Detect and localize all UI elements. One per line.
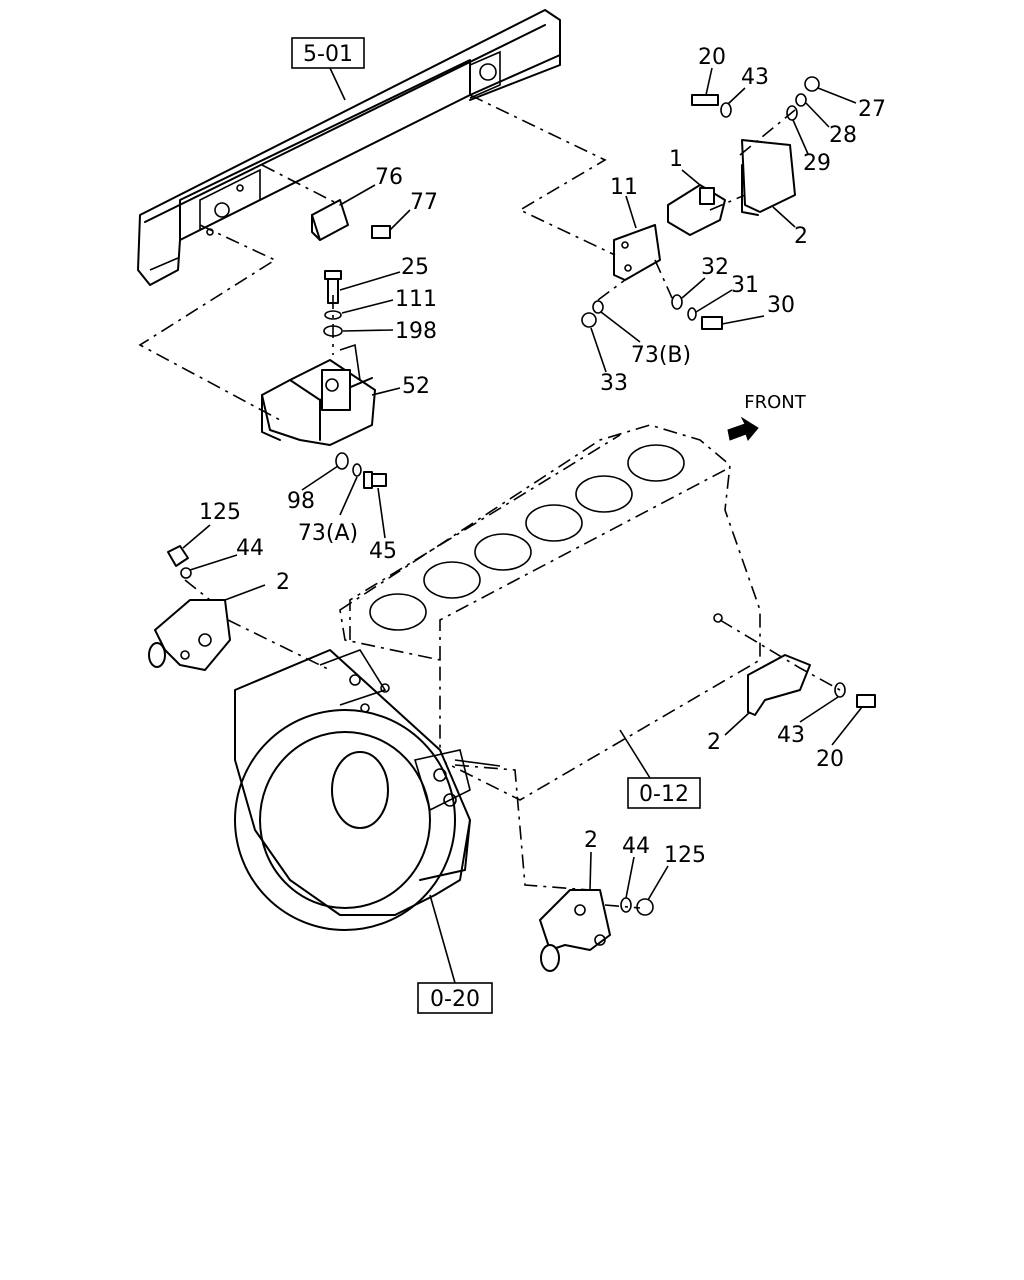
- front-arrow-icon: [727, 416, 759, 442]
- lockwasher-73b: [592, 300, 604, 314]
- front-mount-plate-11: [613, 224, 661, 281]
- washer-28: [795, 93, 807, 107]
- leader-lines: [182, 67, 863, 901]
- nut-125-bottom: [636, 898, 654, 916]
- ref-engine-block-label: 0-12: [639, 782, 689, 807]
- callout-2-top: 2: [794, 224, 808, 249]
- engine-foot-left: [148, 599, 231, 671]
- bolt-45: [363, 471, 387, 489]
- nut-125-left: [167, 545, 189, 567]
- callout-20-right: 20: [816, 747, 844, 772]
- callout-111: 111: [395, 287, 437, 312]
- callout-27: 27: [858, 97, 886, 122]
- callout-43-right: 43: [777, 723, 805, 748]
- washer-43-top: [720, 102, 732, 118]
- callout-28: 28: [829, 123, 857, 148]
- engine-block: [339, 424, 761, 801]
- washer-44-bottom: [620, 897, 632, 913]
- ref-engine-block-0-12: 0-12: [619, 729, 701, 809]
- callout-30: 30: [767, 293, 795, 318]
- front-mount-bracket-2-top: [741, 139, 796, 216]
- washer-43-right: [834, 682, 846, 698]
- bolt-20-top: [691, 94, 719, 106]
- engine-bracket-right: [747, 654, 811, 716]
- ref-flywheel-housing-0-20: 0-20: [417, 894, 493, 1014]
- ref-flywheel-housing-label: 0-20: [430, 987, 480, 1012]
- washer-111: [324, 310, 342, 320]
- callout-29: 29: [803, 151, 831, 176]
- callout-44-bottom: 44: [622, 834, 650, 859]
- nut-27: [804, 76, 820, 92]
- washer-32: [671, 294, 683, 310]
- bolt-77: [371, 225, 391, 239]
- nut-33: [581, 312, 597, 328]
- callout-33: 33: [600, 371, 628, 396]
- front-mount-insulator-1: [667, 184, 726, 236]
- callout-2-bottom: 2: [584, 828, 598, 853]
- flywheel-housing: [234, 649, 501, 931]
- callout-11: 11: [610, 175, 638, 200]
- callout-32: 32: [701, 255, 729, 280]
- cylinder-bore-3: [474, 533, 532, 571]
- rail-bracket-76: [311, 199, 349, 241]
- lockwasher-31: [687, 307, 697, 321]
- callout-73b: 73(B): [631, 343, 691, 368]
- cylinder-bore-5: [575, 475, 633, 513]
- callout-1: 1: [669, 147, 683, 172]
- callout-43-top: 43: [741, 65, 769, 90]
- callout-98: 98: [287, 489, 315, 514]
- callout-2-left: 2: [276, 570, 290, 595]
- rear-mount-bracket: [261, 343, 376, 446]
- cylinder-bore-4: [525, 504, 583, 542]
- callout-20-top: 20: [698, 45, 726, 70]
- callout-31: 31: [731, 273, 759, 298]
- front-label: FRONT: [744, 392, 806, 413]
- bolt-30: [701, 316, 723, 330]
- callouts: 20 43 27 28 29 1 11 2 32 31 30 73(B) 33 …: [199, 45, 886, 868]
- callout-198: 198: [395, 319, 437, 344]
- ref-frame-label: 5-01: [303, 42, 353, 67]
- washer-29: [786, 105, 798, 121]
- lockwasher-73a: [352, 463, 362, 477]
- ref-frame-5-01: 5-01: [291, 37, 365, 101]
- cylinder-bore-2: [423, 561, 481, 599]
- washer-98: [335, 452, 349, 470]
- callout-2-right: 2: [707, 730, 721, 755]
- assembly-lines: [138, 94, 841, 909]
- callout-125-left: 125: [199, 500, 241, 525]
- callout-125-bottom: 125: [664, 843, 706, 868]
- washer-44-left: [180, 567, 192, 579]
- frame-rail: [137, 9, 561, 286]
- callout-77: 77: [410, 190, 438, 215]
- engine-foot-bottom: [539, 889, 611, 972]
- callout-44-left: 44: [236, 536, 264, 561]
- callout-25: 25: [401, 255, 429, 280]
- callout-45: 45: [369, 539, 397, 564]
- callout-76: 76: [375, 165, 403, 190]
- cylinder-bore-1: [369, 593, 427, 631]
- bolt-20-right: [856, 694, 876, 708]
- callout-52: 52: [402, 374, 430, 399]
- cylinder-bore-6: [627, 444, 685, 482]
- callout-73a: 73(A): [298, 521, 358, 546]
- front-direction-indicator: FRONT: [727, 392, 807, 442]
